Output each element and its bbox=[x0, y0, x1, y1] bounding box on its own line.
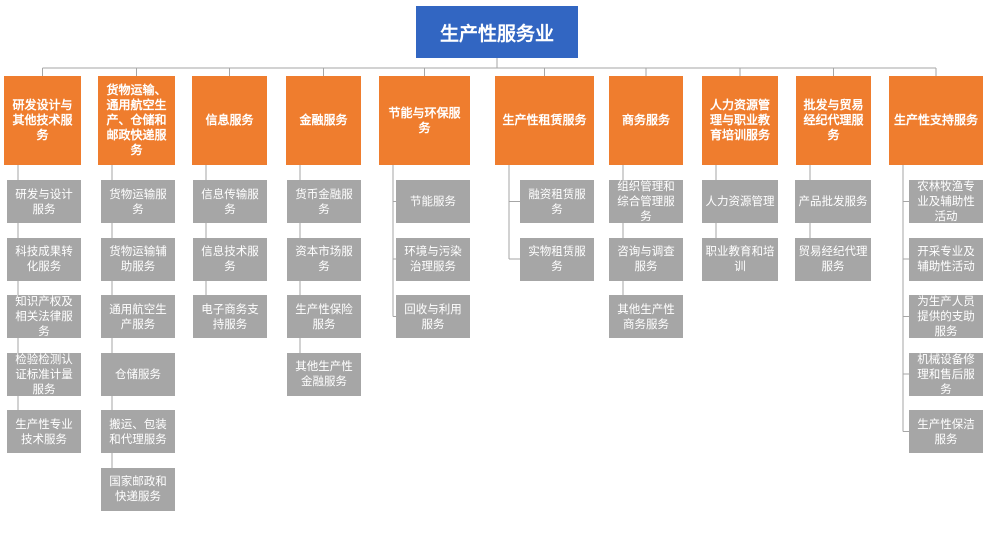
item-node: 仓储服务 bbox=[101, 352, 175, 396]
item-node: 生产性专业技术服务 bbox=[7, 410, 81, 453]
item-node: 信息传输服务 bbox=[193, 180, 267, 223]
category-node: 节能与环保服务 bbox=[379, 76, 470, 165]
item-node: 研发与设计服务 bbox=[7, 180, 81, 223]
item-node: 其他生产性金融服务 bbox=[287, 352, 361, 396]
item-node: 机械设备修理和售后服务 bbox=[909, 352, 983, 396]
category-node: 生产性租赁服务 bbox=[495, 76, 594, 165]
item-node: 组织管理和综合管理服务 bbox=[609, 179, 683, 223]
category-node: 信息服务 bbox=[192, 76, 267, 165]
item-node: 资本市场服务 bbox=[287, 237, 361, 281]
item-node: 通用航空生产服务 bbox=[101, 295, 175, 338]
item-node: 开采专业及辅助性活动 bbox=[909, 237, 983, 281]
category-node: 研发设计与其他技术服务 bbox=[4, 76, 81, 165]
item-node: 产品批发服务 bbox=[795, 180, 871, 223]
category-node: 批发与贸易经纪代理服务 bbox=[796, 76, 871, 165]
item-node: 货币金融服务 bbox=[287, 180, 361, 223]
item-node: 电子商务支持服务 bbox=[193, 295, 267, 338]
item-node: 搬运、包装和代理服务 bbox=[101, 410, 175, 453]
item-node: 为生产人员提供的支助服务 bbox=[909, 294, 983, 338]
category-node: 生产性支持服务 bbox=[889, 76, 983, 165]
item-node: 生产性保险服务 bbox=[287, 295, 361, 338]
item-node: 回收与利用服务 bbox=[396, 295, 470, 338]
item-node: 信息技术服务 bbox=[193, 237, 267, 281]
root-node: 生产性服务业 bbox=[416, 6, 578, 58]
category-node: 商务服务 bbox=[609, 76, 683, 165]
item-node: 货物运输服务 bbox=[101, 180, 175, 223]
item-node: 节能服务 bbox=[396, 180, 470, 223]
item-node: 生产性保洁服务 bbox=[909, 410, 983, 453]
item-node: 科技成果转化服务 bbox=[7, 237, 81, 281]
item-node: 职业教育和培训 bbox=[702, 237, 778, 281]
item-node: 其他生产性商务服务 bbox=[609, 295, 683, 338]
item-node: 货物运输辅助服务 bbox=[101, 237, 175, 281]
item-node: 检验检测认证标准计量服务 bbox=[7, 352, 81, 396]
item-node: 实物租赁服务 bbox=[520, 237, 594, 281]
item-node: 融资租赁服务 bbox=[520, 180, 594, 223]
item-node: 咨询与调查服务 bbox=[609, 237, 683, 281]
category-node: 金融服务 bbox=[286, 76, 361, 165]
item-node: 知识产权及相关法律服务 bbox=[7, 294, 81, 338]
category-node: 货物运输、通用航空生产、仓储和邮政快递服务 bbox=[98, 76, 175, 165]
item-node: 农林牧渔专业及辅助性活动 bbox=[909, 179, 983, 223]
category-node: 人力资源管理与职业教育培训服务 bbox=[702, 76, 778, 165]
item-node: 人力资源管理 bbox=[702, 180, 778, 223]
item-node: 贸易经纪代理服务 bbox=[795, 237, 871, 281]
item-node: 国家邮政和快递服务 bbox=[101, 467, 175, 511]
item-node: 环境与污染治理服务 bbox=[396, 237, 470, 281]
